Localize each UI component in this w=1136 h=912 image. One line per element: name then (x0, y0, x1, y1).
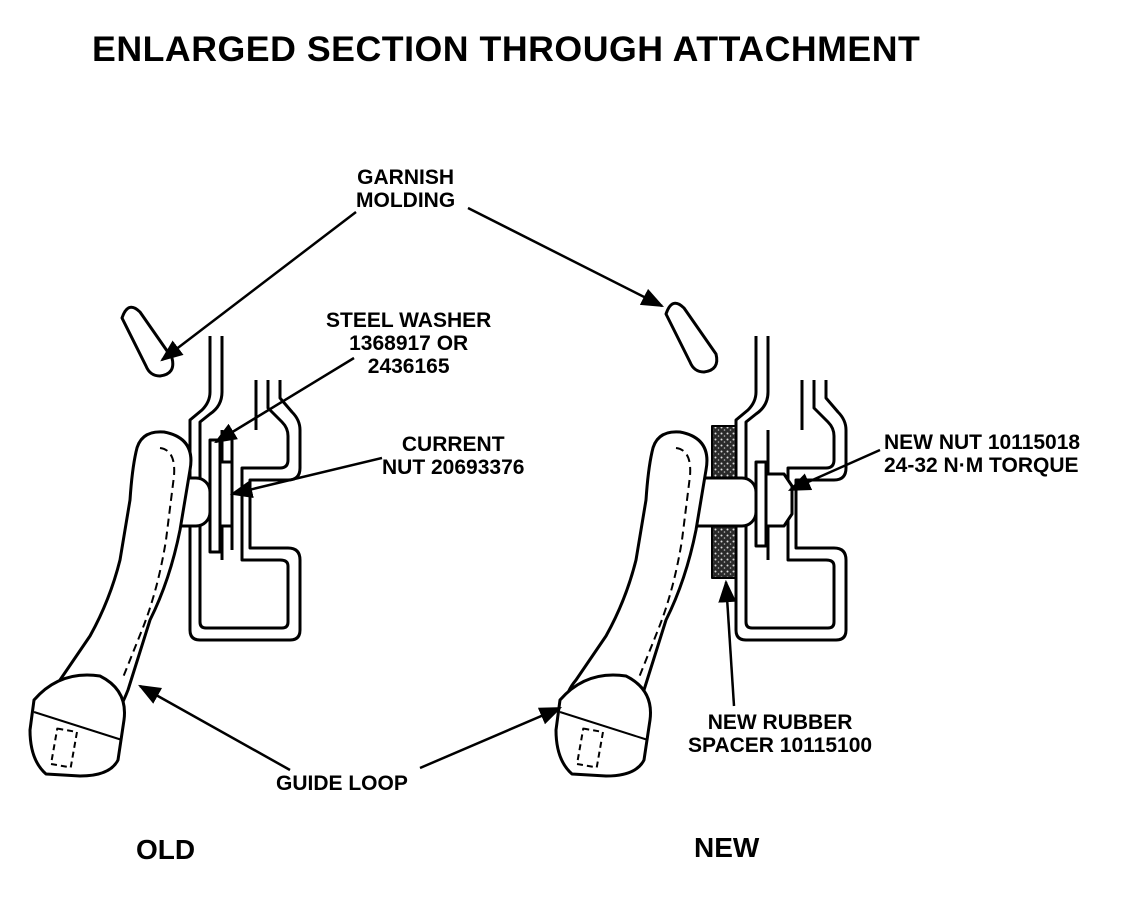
arrow-garnish-new (467, 206, 665, 308)
arrow-guide-loop-new (419, 706, 563, 770)
arrow-current-nut (229, 456, 383, 499)
label-guide-loop: GUIDE LOOP (276, 772, 408, 795)
label-new-rubber-spacer: NEW RUBBER SPACER 10115100 (688, 711, 873, 757)
caption-new: NEW (694, 832, 760, 863)
old-panel (188, 336, 302, 642)
arrow-guide-loop-old (138, 684, 291, 772)
label-new-nut: NEW NUT 10115018 24-32 N·M TORQUE (884, 431, 1081, 477)
leader-lines (138, 206, 881, 772)
new-panel (734, 336, 848, 642)
arrow-steel-washer (214, 356, 355, 444)
label-current-nut: CURRENT NUT 20693376 (382, 433, 525, 479)
old-nut (218, 460, 234, 528)
arrow-garnish-old (160, 211, 357, 362)
old-panel-inner (198, 336, 290, 630)
new-garnish-molding (664, 301, 719, 374)
diagram-title: ENLARGED SECTION THROUGH ATTACHMENT (92, 30, 921, 69)
label-garnish-molding: GARNISH MOLDING (356, 166, 456, 212)
caption-old: OLD (136, 834, 196, 865)
old-garnish-molding (120, 305, 175, 378)
arrow-rubber-spacer (718, 579, 737, 707)
new-nut (764, 472, 794, 528)
new-panel-inner (744, 336, 836, 630)
label-steel-washer: STEEL WASHER 1368917 OR 2436165 (326, 309, 492, 378)
new-assembly (554, 301, 848, 778)
old-assembly (28, 305, 302, 778)
arrow-new-nut (787, 448, 881, 492)
